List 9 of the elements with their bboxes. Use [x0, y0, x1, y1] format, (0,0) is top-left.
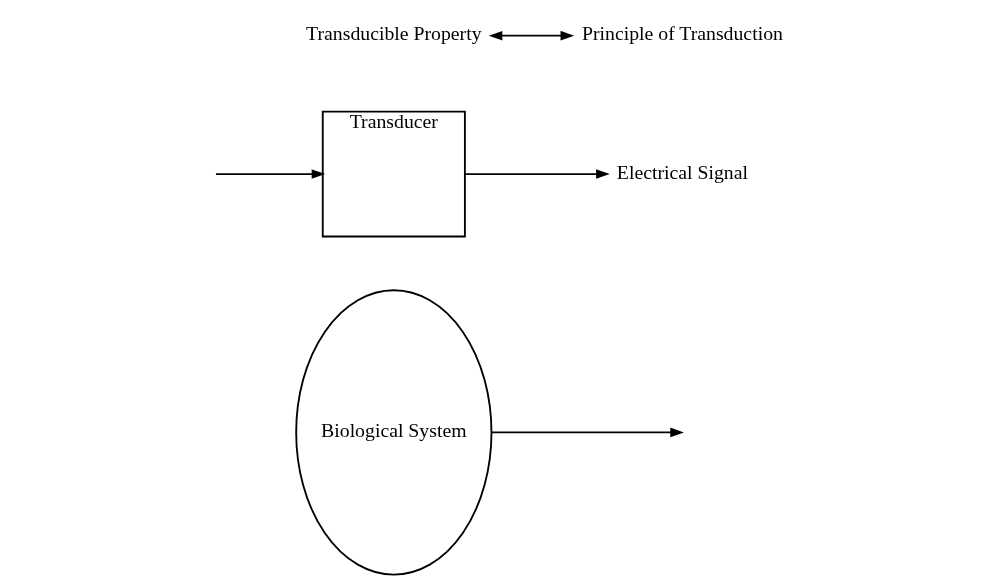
node-ellipse: Biological System	[295, 289, 493, 576]
node-text: Transducible Property	[306, 22, 482, 45]
node-text: Principle of Transduction	[581, 22, 783, 45]
arrow	[488, 30, 575, 41]
arrow	[464, 169, 610, 179]
node-text: Electrical Signal	[616, 160, 749, 183]
node-box: Transducer	[321, 110, 466, 238]
arrow	[215, 169, 326, 179]
arrow	[490, 427, 684, 438]
